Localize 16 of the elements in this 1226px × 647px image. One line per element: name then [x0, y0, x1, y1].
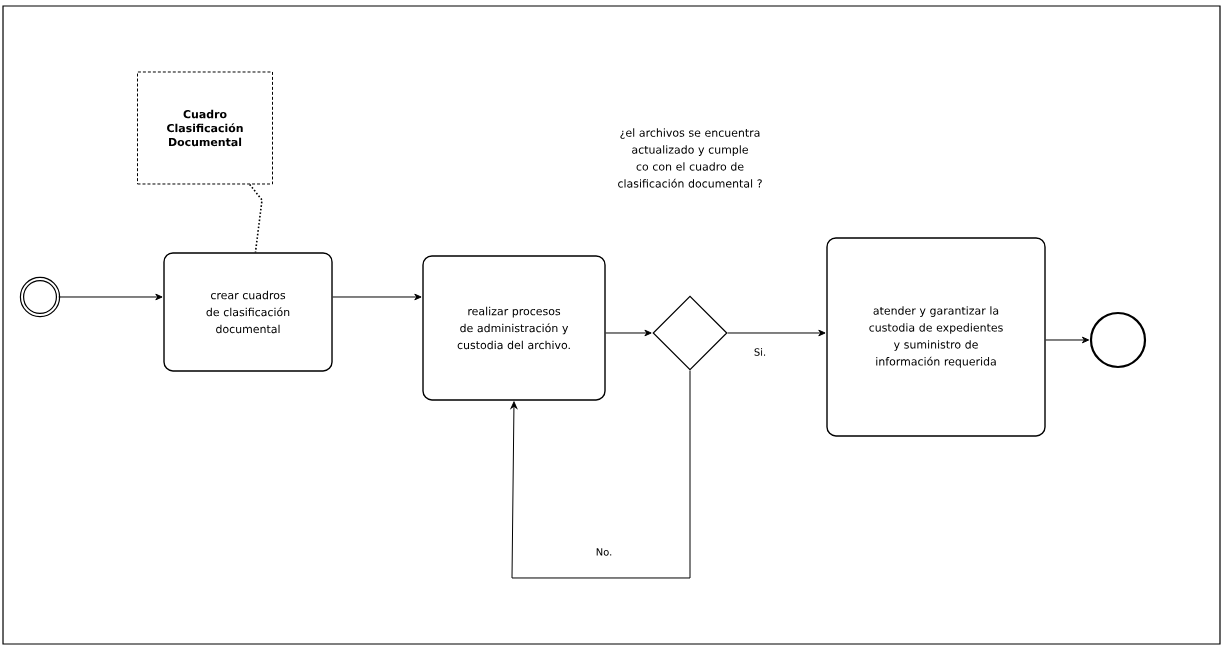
arrow — [727, 329, 826, 337]
edge-label: No. — [593, 546, 615, 558]
decision-diamond — [652, 295, 728, 371]
question-text: ¿el archivos se encuentra actualizado y cumple co con el cuadro de clasificación documental ? — [618, 128, 762, 188]
arrow — [510, 370, 691, 579]
start-event-circle — [19, 276, 61, 318]
arrow — [1045, 336, 1090, 344]
arrow — [58, 293, 163, 301]
task-box: atender y garantizar la custodia de expedientes y suministro de información requerida — [826, 237, 1046, 437]
edge-label: Si. — [751, 346, 769, 358]
task-box: realizar procesos de administración y custodia del archivo. — [422, 255, 606, 401]
arrow — [605, 329, 652, 337]
document-box: Cuadro Clasificación Documental — [137, 71, 273, 185]
end-event-circle — [1089, 311, 1147, 369]
task-box: crear cuadros de clasificación documental — [163, 252, 333, 372]
arrow — [332, 293, 422, 301]
